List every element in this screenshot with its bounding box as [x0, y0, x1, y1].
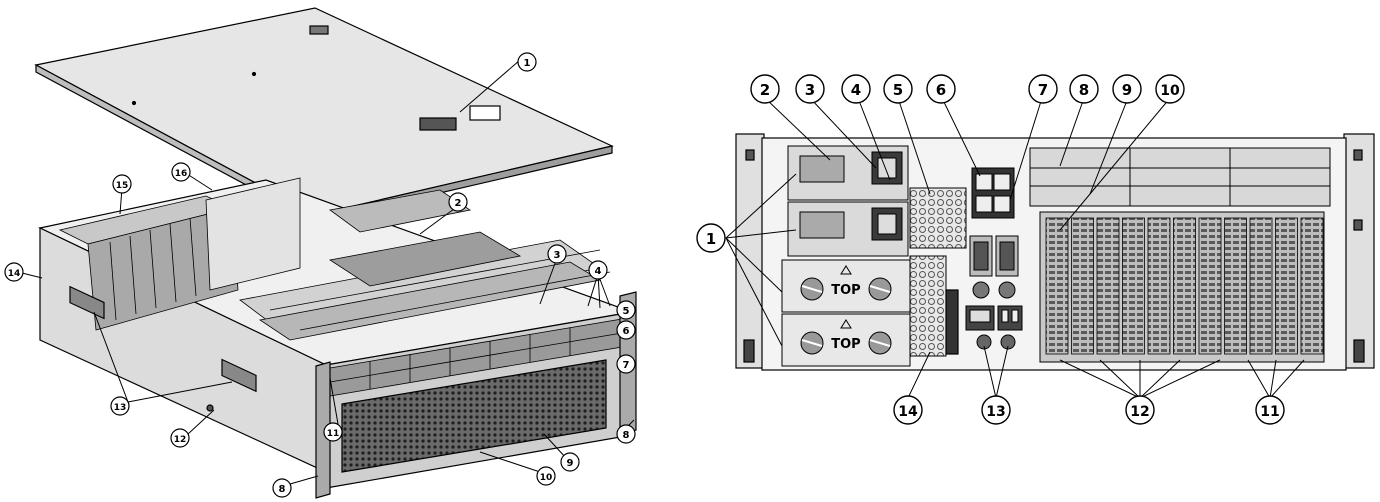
- io-ports: [965, 167, 1023, 350]
- svg-text:6: 6: [936, 81, 946, 99]
- expansion-slot-cover: [1096, 217, 1120, 355]
- callout-right-8: 8: [1069, 74, 1099, 104]
- callout-left-15: 15: [112, 174, 132, 194]
- callout-right-4: 4: [841, 74, 871, 104]
- svg-text:14: 14: [898, 404, 918, 420]
- svg-text:12: 12: [1130, 404, 1149, 420]
- callout-right-13: 13: [981, 395, 1011, 425]
- svg-text:9: 9: [567, 458, 574, 469]
- right-leader-lines: [725, 97, 1305, 399]
- svg-text:11: 11: [327, 429, 340, 439]
- svg-text:2: 2: [455, 198, 462, 209]
- expansion-slot-cover: [1147, 217, 1171, 355]
- svg-text:15: 15: [116, 181, 129, 191]
- svg-text:5: 5: [893, 81, 903, 99]
- expansion-slots: [1029, 147, 1331, 363]
- psu-top-label: TOP: [831, 283, 860, 298]
- callout-left-5: 5: [616, 300, 636, 320]
- left-callouts: 1 2 3 4 5 6 7 8 9 10 11 8 12 13 14 15 16: [4, 52, 636, 498]
- vent-grid: [909, 187, 967, 249]
- callout-right-6: 6: [926, 74, 956, 104]
- expansion-slot-cover: [1071, 217, 1094, 355]
- chassis-body: [38, 177, 637, 499]
- right-rack-ear: [1343, 133, 1375, 369]
- svg-text:7: 7: [1038, 81, 1048, 99]
- callout-left-8a: 8: [616, 424, 636, 444]
- svg-text:3: 3: [554, 250, 561, 261]
- svg-text:1: 1: [706, 230, 716, 248]
- svg-text:11: 11: [1260, 404, 1279, 420]
- svg-text:13: 13: [986, 404, 1005, 420]
- svg-text:12: 12: [174, 435, 187, 445]
- callout-left-9: 9: [560, 452, 580, 472]
- callout-right-14: 14: [893, 395, 923, 425]
- right-callouts: 1 2 3 4 5 6 7 8 9 10 11 12 13 14: [696, 74, 1285, 425]
- callout-right-7: 7: [1028, 74, 1058, 104]
- svg-text:2: 2: [760, 81, 770, 99]
- svg-text:3: 3: [805, 81, 815, 99]
- svg-text:8: 8: [1079, 81, 1089, 99]
- svg-text:4: 4: [595, 266, 602, 277]
- callout-right-12: 12: [1125, 395, 1155, 425]
- svg-text:9: 9: [1122, 81, 1132, 99]
- svg-text:8: 8: [623, 430, 630, 441]
- callout-left-1: 1: [517, 52, 537, 72]
- expansion-slot-cover: [1173, 217, 1196, 355]
- callout-right-11: 11: [1255, 395, 1285, 425]
- power-supply-bays: TOP TOP: [781, 145, 911, 367]
- callout-right-3: 3: [795, 74, 825, 104]
- svg-text:6: 6: [623, 326, 630, 337]
- svg-text:14: 14: [8, 269, 21, 279]
- svg-text:10: 10: [1160, 83, 1180, 99]
- chassis-isometric-view: 1 2 3 4 5 6 7 8 9 10 11 8 12 13 14 15 16: [4, 7, 637, 499]
- callout-left-6: 6: [616, 320, 636, 340]
- expansion-slot-cover: [1224, 217, 1247, 355]
- callout-right-5: 5: [883, 74, 913, 104]
- rear-panel-view: TOP TOP: [696, 74, 1375, 425]
- svg-text:16: 16: [175, 169, 188, 179]
- expansion-slot-cover: [1275, 217, 1298, 355]
- callout-left-13a: 13: [110, 396, 130, 416]
- svg-text:7: 7: [623, 360, 630, 371]
- top-cover: [34, 7, 614, 224]
- callout-left-12: 12: [170, 428, 190, 448]
- callout-left-4: 4: [588, 260, 608, 280]
- callout-right-10: 10: [1155, 74, 1185, 104]
- expansion-slot-cover: [1300, 217, 1324, 355]
- callout-left-8b: 8: [272, 478, 292, 498]
- callout-right-2: 2: [750, 74, 780, 104]
- callout-left-10: 10: [536, 466, 556, 486]
- callout-right-1: 1: [696, 223, 726, 253]
- callout-right-9: 9: [1112, 74, 1142, 104]
- svg-text:5: 5: [623, 306, 630, 317]
- expansion-slot-cover: [1045, 217, 1069, 355]
- callout-left-16: 16: [171, 162, 191, 182]
- callout-left-7: 7: [616, 354, 636, 374]
- left-rack-ear: [735, 133, 765, 369]
- svg-text:13: 13: [114, 403, 127, 413]
- svg-text:1: 1: [524, 58, 531, 69]
- svg-text:10: 10: [540, 473, 553, 483]
- callout-left-11: 11: [323, 422, 343, 442]
- callout-left-2: 2: [448, 192, 468, 212]
- expansion-slot-cover: [1122, 217, 1145, 355]
- psu-top-label-2: TOP: [831, 337, 860, 352]
- callout-left-3: 3: [547, 244, 567, 264]
- svg-text:4: 4: [851, 81, 861, 99]
- expansion-slot-cover: [1198, 217, 1222, 355]
- callout-left-14: 14: [4, 262, 24, 282]
- svg-text:8: 8: [279, 484, 286, 495]
- expansion-slot-cover: [1249, 217, 1273, 355]
